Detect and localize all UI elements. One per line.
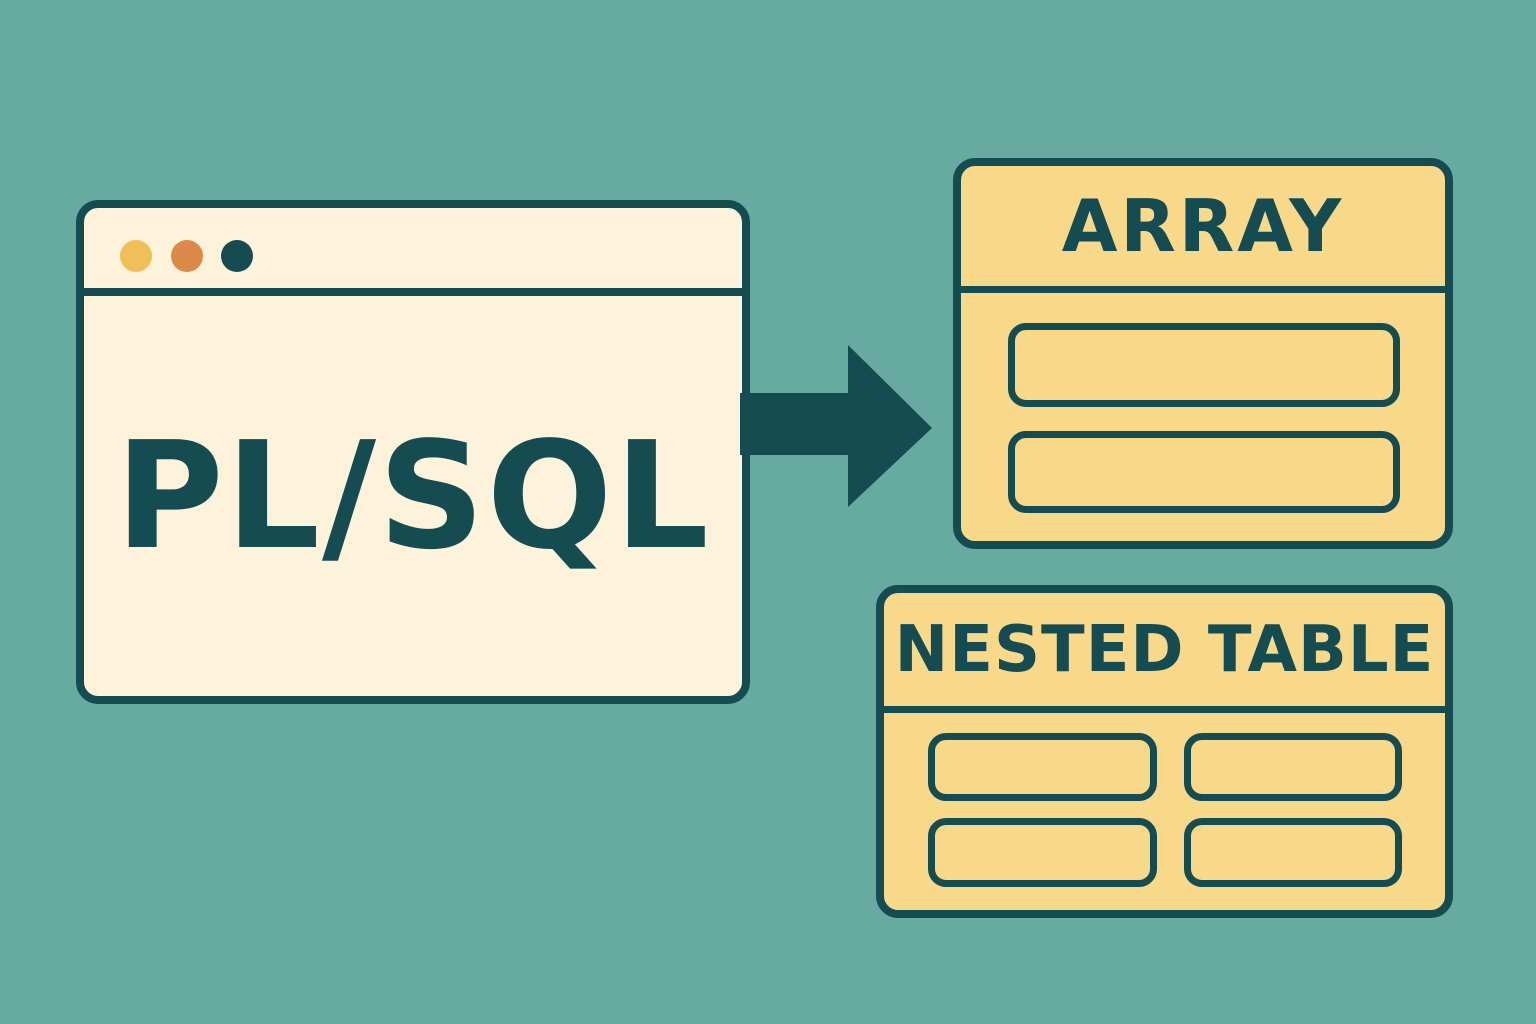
array-card: ARRAY [953, 158, 1453, 549]
nested-table-slot [928, 733, 1157, 801]
window-titlebar [84, 208, 742, 296]
array-slot [1008, 431, 1400, 513]
nested-table-card: NESTED TABLE [876, 585, 1453, 918]
arrow-shape [740, 345, 932, 507]
yellow-dot-icon [120, 240, 152, 272]
arrow-right-icon [740, 345, 932, 507]
nested-table-header: NESTED TABLE [884, 593, 1445, 713]
array-header: ARRAY [961, 166, 1445, 293]
plsql-window: PL/SQL [76, 200, 750, 704]
array-slot [1008, 323, 1400, 407]
plsql-title: PL/SQL [115, 410, 711, 582]
nested-table-slot [928, 818, 1157, 887]
nested-table-slot [1184, 733, 1402, 801]
nested-table-slot [1184, 818, 1402, 887]
orange-dot-icon [171, 240, 203, 272]
dark-dot-icon [221, 240, 253, 272]
